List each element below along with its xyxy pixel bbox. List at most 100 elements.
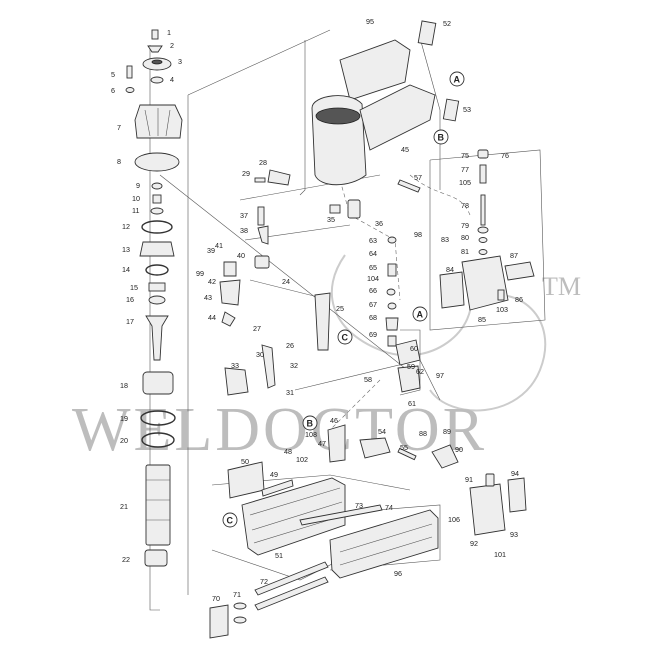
top-cover-part — [134, 104, 183, 139]
part-label: 106 — [448, 515, 460, 524]
part-label: 37 — [240, 211, 248, 220]
part-label: 53 — [463, 105, 471, 114]
part-label: 32 — [290, 361, 298, 370]
part-label: 63 — [369, 236, 377, 245]
gasket-part — [134, 152, 180, 172]
part-label: 52 — [443, 19, 451, 28]
part-label: 58 — [364, 375, 372, 384]
part-label: 90 — [455, 445, 463, 454]
part-label: 26 — [286, 341, 294, 350]
part-label: 105 — [459, 178, 471, 187]
part-label: 89 — [443, 427, 451, 436]
magazine-rail-part — [241, 477, 346, 556]
part-label: 13 — [122, 245, 130, 254]
part-label: 49 — [270, 470, 278, 479]
part-label: 104 — [367, 274, 379, 283]
part-label: 45 — [401, 145, 409, 154]
label-53 — [442, 98, 460, 122]
part-label: 75 — [461, 151, 469, 160]
part-label: 64 — [369, 249, 377, 258]
svg-text:C: C — [227, 516, 234, 526]
part-label: 65 — [369, 263, 377, 272]
magazine-cover-part — [329, 509, 439, 579]
part-label: 62 — [416, 367, 424, 376]
part-label: 51 — [275, 551, 283, 560]
part-label: 80 — [461, 233, 469, 242]
part-label: 81 — [461, 247, 469, 256]
part-label: 14 — [122, 265, 130, 274]
part-label: 76 — [501, 151, 509, 160]
callout-a-mid: A — [412, 306, 428, 322]
part-label: 27 — [253, 324, 261, 333]
part-label: 88 — [419, 429, 427, 438]
part-label: 108 — [305, 430, 317, 439]
part-label: 95 — [366, 17, 374, 26]
part-label: 1 — [167, 28, 171, 37]
callout-b-low: B — [302, 415, 318, 431]
part-label: 5 — [111, 70, 115, 79]
part-label: 6 — [111, 86, 115, 95]
part-label: 77 — [461, 165, 469, 174]
watermark-tm: TM — [542, 272, 581, 301]
housing-handle-part — [359, 84, 436, 151]
part-label: 44 — [208, 313, 216, 322]
part-label: 38 — [240, 226, 248, 235]
callout-b-top: B — [433, 129, 449, 145]
lower-mechanism — [327, 339, 527, 536]
part-label: 73 — [355, 501, 363, 510]
latch-part — [469, 483, 506, 536]
part-label: 12 — [122, 222, 130, 231]
part-label: 17 — [126, 317, 134, 326]
cylinder-part — [142, 371, 174, 395]
part-label: 29 — [242, 169, 250, 178]
part-label: 59 — [407, 362, 415, 371]
part-label: 50 — [241, 457, 249, 466]
valve-body-part — [461, 255, 509, 311]
housing-top-part — [339, 39, 411, 101]
part-label: 70 — [212, 594, 220, 603]
valve-trigger-parts — [219, 169, 421, 396]
part-label: 10 — [132, 194, 140, 203]
part-label: 7 — [117, 123, 121, 132]
part-label: 71 — [233, 590, 241, 599]
part-label: 41 — [215, 241, 223, 250]
part-label: 8 — [117, 157, 121, 166]
cylinder-sleeve-part — [145, 464, 171, 546]
svg-text:A: A — [454, 75, 461, 85]
part-label: 78 — [461, 201, 469, 210]
part-label: 19 — [120, 414, 128, 423]
part-label: 43 — [204, 293, 212, 302]
screw-part — [151, 29, 159, 40]
part-label: 72 — [260, 577, 268, 586]
part-label: 60 — [410, 344, 418, 353]
part-label: 4 — [170, 75, 174, 84]
part-label: 99 — [196, 269, 204, 278]
part-number-labels: 1 2 3 4 5 6 7 8 9 10 11 12 13 14 15 16 1… — [111, 17, 523, 603]
part-label: 87 — [510, 251, 518, 260]
callout-c-mid: C — [337, 329, 353, 345]
washer-part — [147, 45, 163, 53]
part-label: 31 — [286, 388, 294, 397]
part-label: 83 — [441, 235, 449, 244]
part-label: 30 — [256, 350, 264, 359]
part-label: 33 — [231, 361, 239, 370]
part-label: 86 — [515, 295, 523, 304]
part-label: 57 — [414, 173, 422, 182]
part-label: 67 — [369, 300, 377, 309]
part-label: 92 — [470, 539, 478, 548]
air-fitting-part — [504, 261, 535, 281]
watermark: WELDOCTOR TM — [72, 254, 581, 464]
part-label: 40 — [237, 251, 245, 260]
part-label: 16 — [126, 295, 134, 304]
bolt-part — [126, 65, 133, 79]
part-label: 47 — [318, 439, 326, 448]
part-label: 102 — [296, 455, 308, 464]
part-label: 61 — [408, 399, 416, 408]
part-label: 18 — [120, 381, 128, 390]
part-label: 69 — [369, 330, 377, 339]
part-label: 48 — [284, 447, 292, 456]
part-label: 84 — [446, 265, 454, 274]
part-label: 97 — [436, 371, 444, 380]
